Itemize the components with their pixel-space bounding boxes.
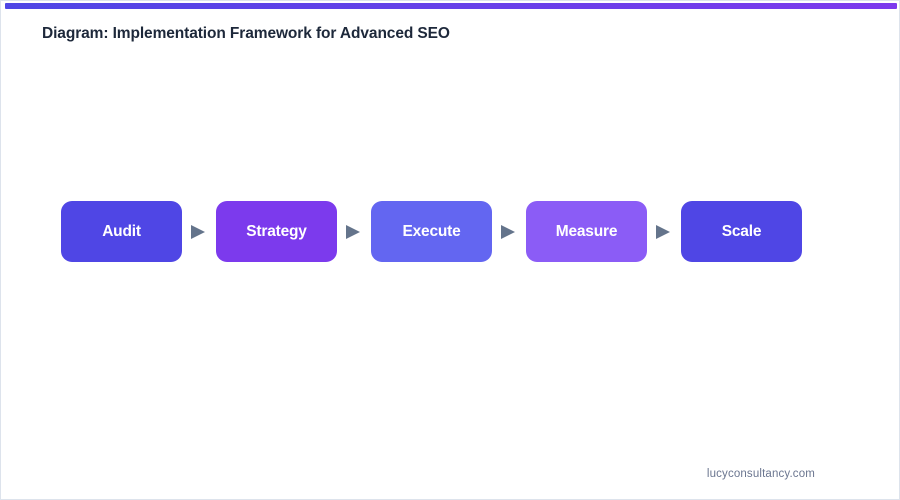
flow-node-label: Execute — [402, 222, 461, 240]
flow-node-label: Audit — [102, 222, 141, 240]
flow-arrow-icon — [492, 219, 526, 245]
top-accent-bar — [5, 3, 897, 9]
flow-arrow-icon — [647, 219, 681, 245]
flow-arrow-icon — [337, 219, 371, 245]
page-title: Diagram: Implementation Framework for Ad… — [42, 25, 450, 42]
flow-node-label: Strategy — [246, 222, 307, 240]
flow-node-execute[interactable]: Execute — [371, 201, 492, 262]
flow-node-label: Scale — [721, 222, 762, 240]
flow-node-measure[interactable]: Measure — [526, 201, 647, 262]
flow-node-label: Measure — [555, 222, 618, 240]
footer-domain-label: lucyconsultancy.com — [706, 468, 815, 480]
flow-node-scale[interactable]: Scale — [681, 201, 802, 262]
flow-arrow-icon — [182, 219, 216, 245]
flow-node-strategy[interactable]: Strategy — [216, 201, 337, 262]
flow-node-audit[interactable]: Audit — [61, 201, 182, 262]
process-flow-diagram: Audit Strategy Execute Measure Scale — [61, 201, 803, 262]
